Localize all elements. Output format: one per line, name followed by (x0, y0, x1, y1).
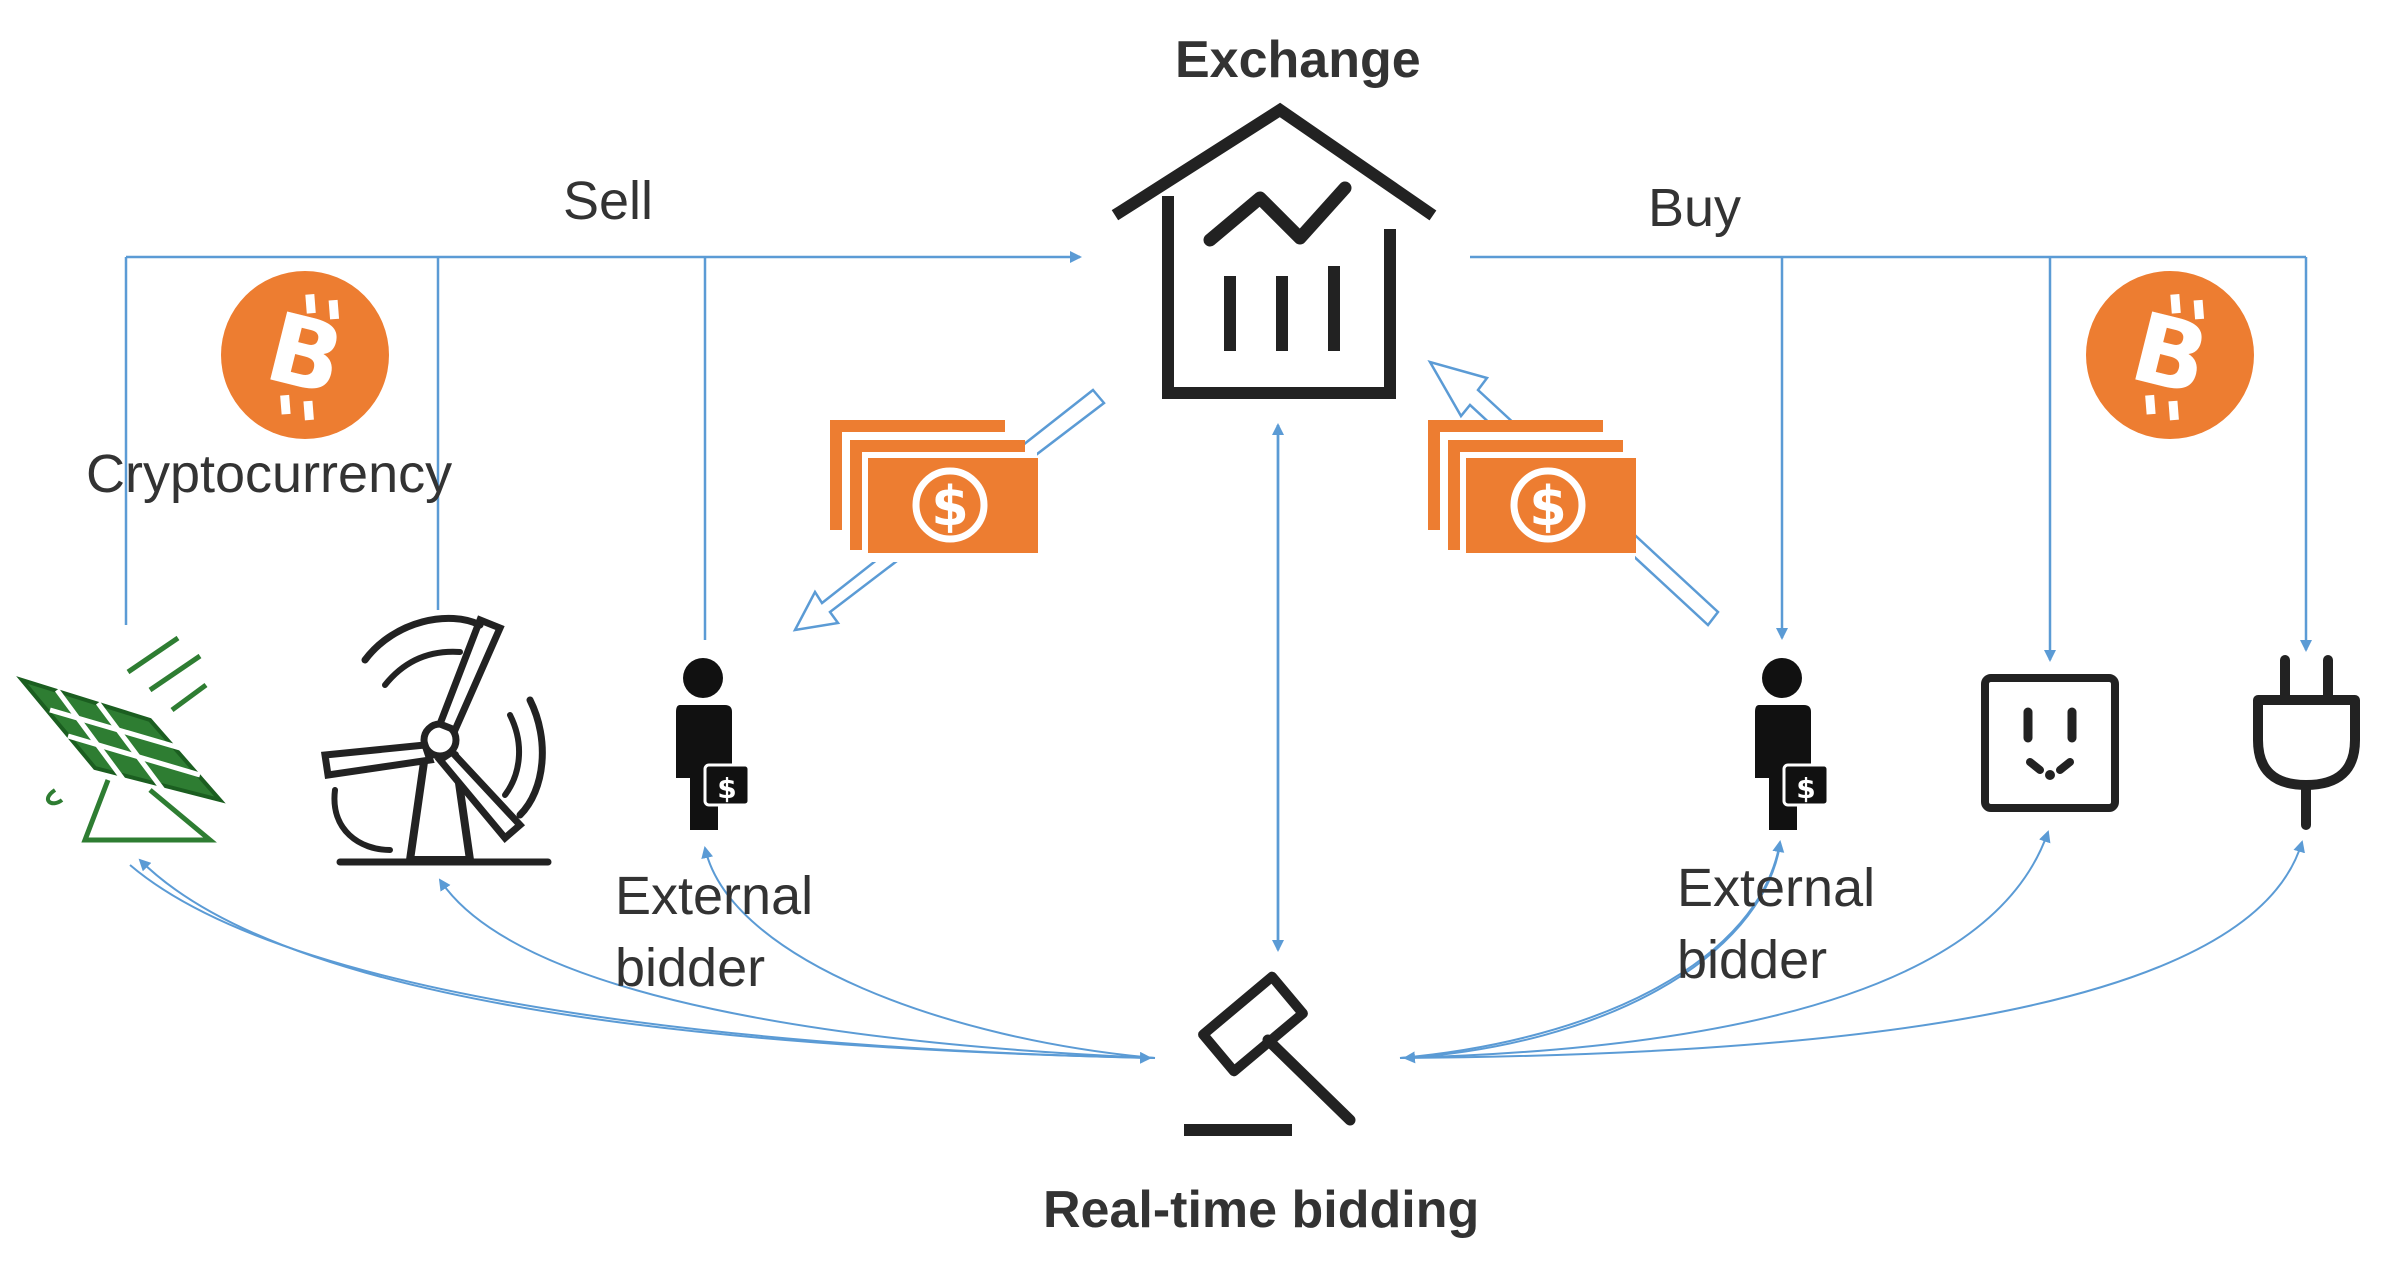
businessman-icon: $ (676, 658, 751, 830)
solar-panel-icon (16, 635, 226, 843)
buy-label: Buy (1648, 178, 1742, 238)
money-bills-icon: $ (830, 420, 1038, 562)
cryptocurrency-label: Cryptocurrency (86, 444, 453, 504)
power-plug-icon (2253, 655, 2360, 830)
power-socket-icon (1981, 674, 2119, 812)
external-bidder-right-line1: External (1677, 858, 1876, 918)
bidding-curves-left (129, 846, 1156, 1064)
bitcoin-icon: B (221, 271, 389, 439)
external-bidder-left-line1: External (615, 866, 814, 926)
money-bills-icon: $ (1428, 420, 1636, 562)
sell-connector (124, 251, 1082, 640)
external-bidder-left-line2: bidder (615, 938, 766, 998)
svg-text:$: $ (1529, 475, 1567, 538)
external-bidder-right-line2: bidder (1677, 930, 1828, 990)
businessman-icon: $ (1755, 658, 1830, 830)
svg-text:$: $ (931, 475, 969, 538)
external-bidder-right-label: External bidder (1677, 852, 1875, 996)
buy-connector (1470, 255, 2312, 662)
svg-text:$: $ (717, 772, 736, 805)
sell-label: Sell (563, 171, 654, 231)
wind-turbine-icon (320, 615, 552, 866)
gavel-icon (1184, 971, 1356, 1136)
external-bidder-left-label: External bidder (615, 860, 813, 1004)
bidding-curves-right (1399, 830, 2305, 1064)
exchange-house-icon (1111, 102, 1437, 399)
bitcoin-icon: B (2086, 271, 2254, 439)
exchange-title: Exchange (1175, 31, 1421, 89)
bidding-title: Real-time bidding (1043, 1181, 1480, 1239)
svg-text:$: $ (1796, 772, 1815, 805)
